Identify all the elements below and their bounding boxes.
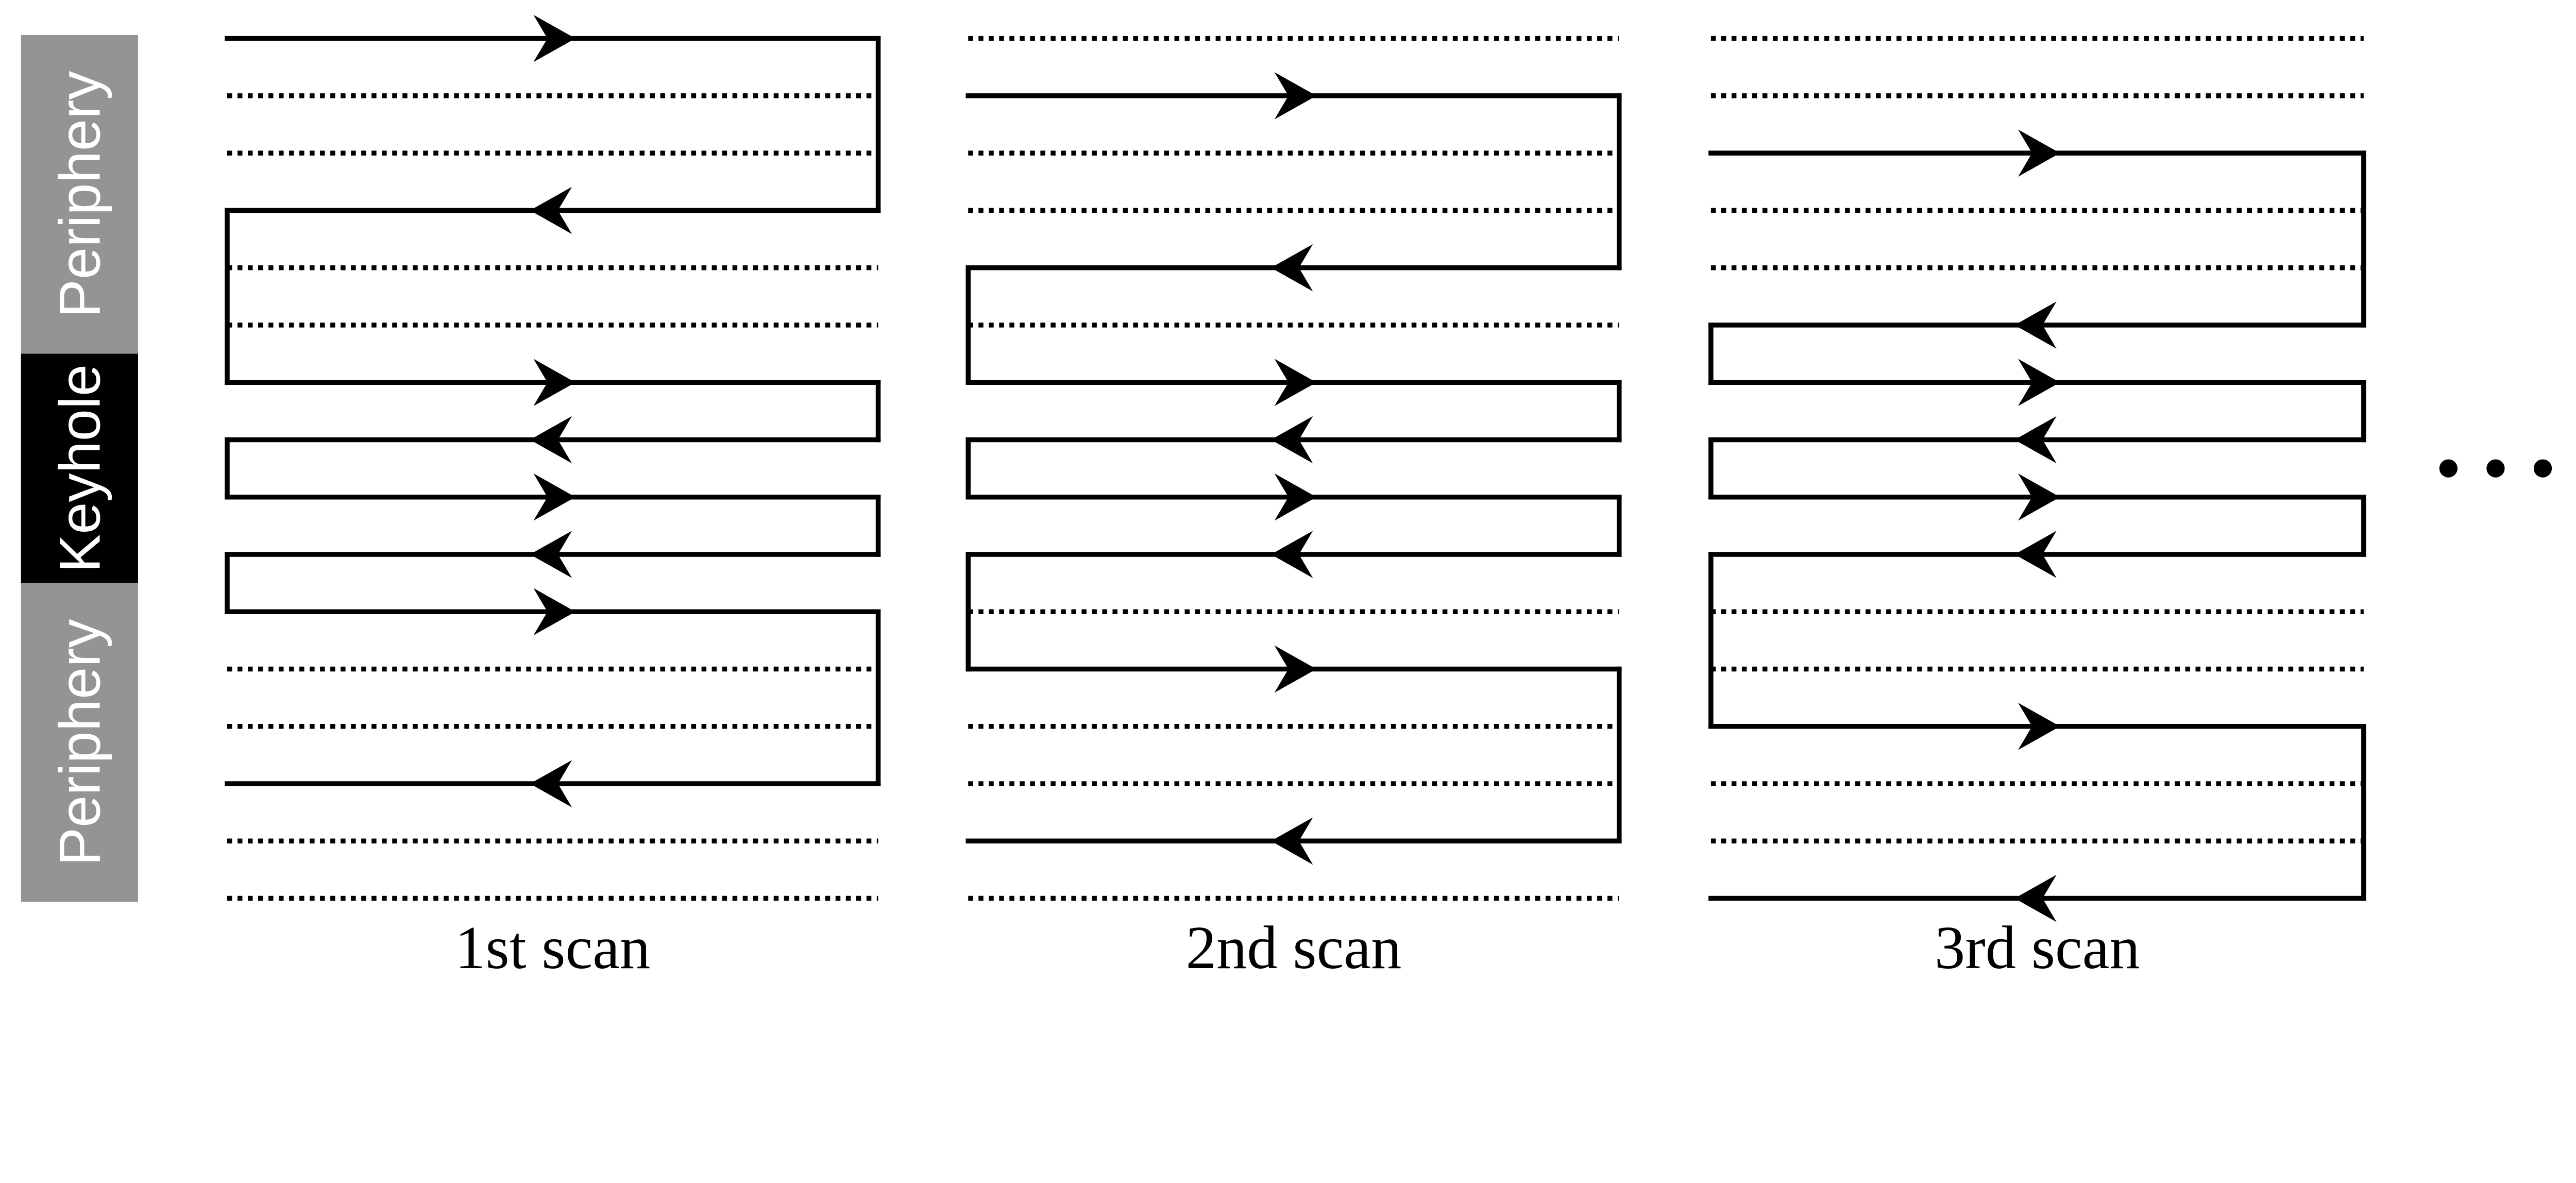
arrow-left-icon <box>2014 416 2057 464</box>
continuation-ellipsis-icon <box>2439 459 2552 478</box>
diagram-svg: Periphery Keyhole Periphery 1st scan 2nd… <box>21 14 2552 982</box>
arrow-left-icon <box>2014 531 2057 578</box>
panel-labels: 1st scan 2nd scan 3rd scan <box>455 914 2140 982</box>
ellipsis-dot <box>2486 459 2505 478</box>
label-2nd-scan: 2nd scan <box>1186 914 1402 982</box>
arrow-right-icon <box>1274 72 1317 120</box>
arrow-right-icon <box>2018 473 2060 521</box>
periphery-bottom-band <box>21 583 138 902</box>
keyhole-scan-figure: Periphery Keyhole Periphery 1st scan 2nd… <box>21 14 2552 982</box>
arrow-right-icon <box>1274 473 1317 521</box>
arrow-right-icon <box>533 359 575 406</box>
arrow-right-icon <box>2018 359 2060 406</box>
ellipsis-dot <box>2533 459 2552 478</box>
arrow-left-icon <box>530 760 572 807</box>
arrow-left-icon <box>1270 244 1313 292</box>
arrow-left-icon <box>1270 817 1313 865</box>
arrow-left-icon <box>530 531 572 578</box>
arrow-right-icon <box>2018 129 2060 177</box>
arrow-left-icon <box>530 187 572 234</box>
arrow-right-icon <box>533 473 575 521</box>
scan-panels <box>225 14 2366 922</box>
arrow-left-icon <box>530 416 572 464</box>
label-1st-scan: 1st scan <box>455 914 650 982</box>
arrow-right-icon <box>533 588 575 636</box>
keyhole-band <box>21 353 138 583</box>
arrow-right-icon <box>1274 645 1317 693</box>
scan-panel-2 <box>965 36 1622 901</box>
arrow-right-icon <box>1274 359 1317 406</box>
keyhole-label: Keyhole <box>48 364 112 573</box>
sidebar: Periphery Keyhole Periphery <box>21 35 138 902</box>
periphery-bottom-label: Periphery <box>48 619 112 866</box>
scan-panel-3 <box>1708 36 2366 922</box>
label-3rd-scan: 3rd scan <box>1935 914 2140 982</box>
arrow-left-icon <box>1270 416 1313 464</box>
arrow-left-icon <box>2014 874 2057 922</box>
periphery-top-band <box>21 35 138 354</box>
ellipsis-dot <box>2439 459 2458 478</box>
scan-panel-1 <box>225 14 881 901</box>
arrow-right-icon <box>533 14 575 62</box>
periphery-top-label: Periphery <box>48 71 112 318</box>
arrow-left-icon <box>1270 531 1313 578</box>
arrow-right-icon <box>2018 702 2060 750</box>
arrow-left-icon <box>2014 301 2057 349</box>
